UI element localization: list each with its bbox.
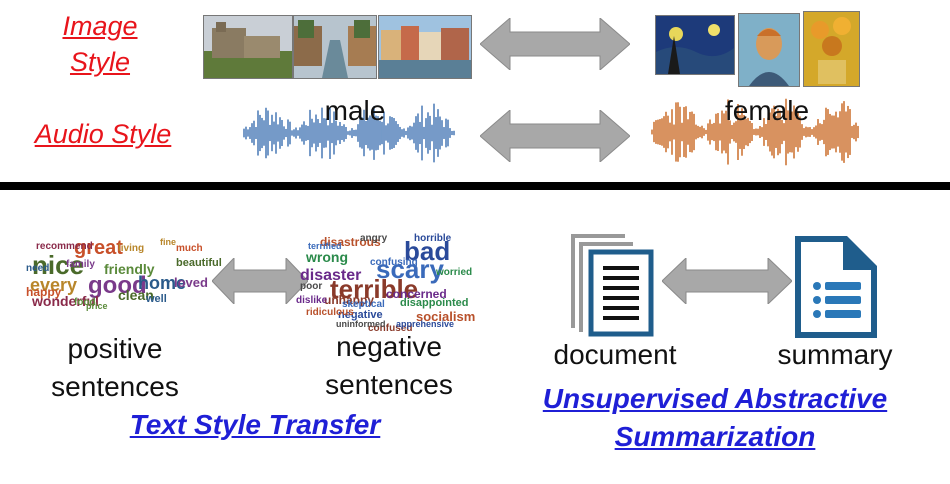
male-waveform xyxy=(243,103,455,163)
positive-sentences-label: positive sentences xyxy=(51,333,179,402)
self-portrait-painting xyxy=(738,13,800,87)
cloud-word: terrified xyxy=(308,241,342,251)
cloud-word: confusing xyxy=(370,257,418,268)
cloud-word: ridiculous xyxy=(306,307,354,318)
cloud-word: much xyxy=(176,243,203,254)
starry-night-painting xyxy=(655,15,735,75)
sunflowers-painting xyxy=(803,11,860,87)
document-label: document xyxy=(553,339,677,370)
canal-photo xyxy=(293,15,377,79)
image-style-double-arrow xyxy=(480,18,630,70)
cloud-word: negative xyxy=(338,309,383,321)
cloud-word: concerned xyxy=(386,287,447,301)
female-waveform xyxy=(651,98,859,166)
cloud-word: angry xyxy=(360,233,388,244)
cloud-word: socialism xyxy=(416,309,476,324)
cloud-word: need xyxy=(26,263,50,274)
cloud-word: friendly xyxy=(104,261,155,277)
cloud-word: dislike xyxy=(296,295,328,306)
unsupervised-abstractive-summarization-link[interactable]: Unsupervised Abstractive Summarization xyxy=(542,383,888,452)
cloud-word: recommend xyxy=(36,241,93,252)
summary-icon xyxy=(795,236,877,338)
cloud-word: disappointed xyxy=(400,297,469,309)
cloud-word: terrible xyxy=(330,274,419,304)
cloud-word: family xyxy=(66,259,95,270)
female-label: female xyxy=(724,95,810,126)
cloud-word: living xyxy=(118,243,145,254)
cloud-word: poor xyxy=(300,281,323,292)
cloud-word: disaster xyxy=(300,267,362,284)
document-icon xyxy=(571,234,654,337)
cloud-word: disastrous xyxy=(320,235,381,249)
cloud-word: loved xyxy=(174,275,208,290)
cloud-word: wonderful xyxy=(32,293,99,309)
cloud-word: fine xyxy=(160,237,177,247)
cloud-word: clean xyxy=(118,287,154,303)
cloud-word: bad xyxy=(404,236,451,266)
cloud-word: great xyxy=(74,237,123,259)
cloud-word: every xyxy=(30,275,78,295)
castle-photo xyxy=(203,15,293,79)
audio-style-double-arrow xyxy=(480,110,630,162)
negative-sentences-label: negative sentences xyxy=(325,331,453,400)
cloud-word: beautiful xyxy=(176,257,222,269)
text-style-transfer-link[interactable]: Text Style Transfer xyxy=(129,409,381,440)
cloud-word: good xyxy=(88,272,147,299)
cloud-word: apprehensive xyxy=(396,319,455,329)
harbor-photo xyxy=(378,15,472,79)
cloud-word: food xyxy=(74,297,96,308)
cloud-word: wrong xyxy=(306,249,348,265)
cloud-word: confused xyxy=(368,323,413,334)
image-style-link[interactable]: Image Style xyxy=(62,11,138,78)
text-style-double-arrow xyxy=(212,258,308,304)
audio-style-link[interactable]: Audio Style xyxy=(34,119,172,149)
male-label: male xyxy=(324,95,386,126)
cloud-word: uninformed xyxy=(336,319,386,329)
cloud-word: horrible xyxy=(414,233,452,244)
cloud-word: scary xyxy=(376,254,444,284)
cloud-word: home xyxy=(138,273,187,293)
summary-label: summary xyxy=(777,339,893,370)
cloud-word: happy xyxy=(26,285,62,299)
cloud-word: unhappy xyxy=(324,293,374,307)
section-divider xyxy=(0,182,950,190)
cloud-word: worried xyxy=(436,267,473,278)
cloud-word: price xyxy=(86,301,108,311)
cloud-word: nice xyxy=(32,250,85,280)
summarization-double-arrow xyxy=(662,258,792,304)
cloud-word: skeptical xyxy=(342,299,385,310)
cloud-word: well xyxy=(146,293,167,305)
